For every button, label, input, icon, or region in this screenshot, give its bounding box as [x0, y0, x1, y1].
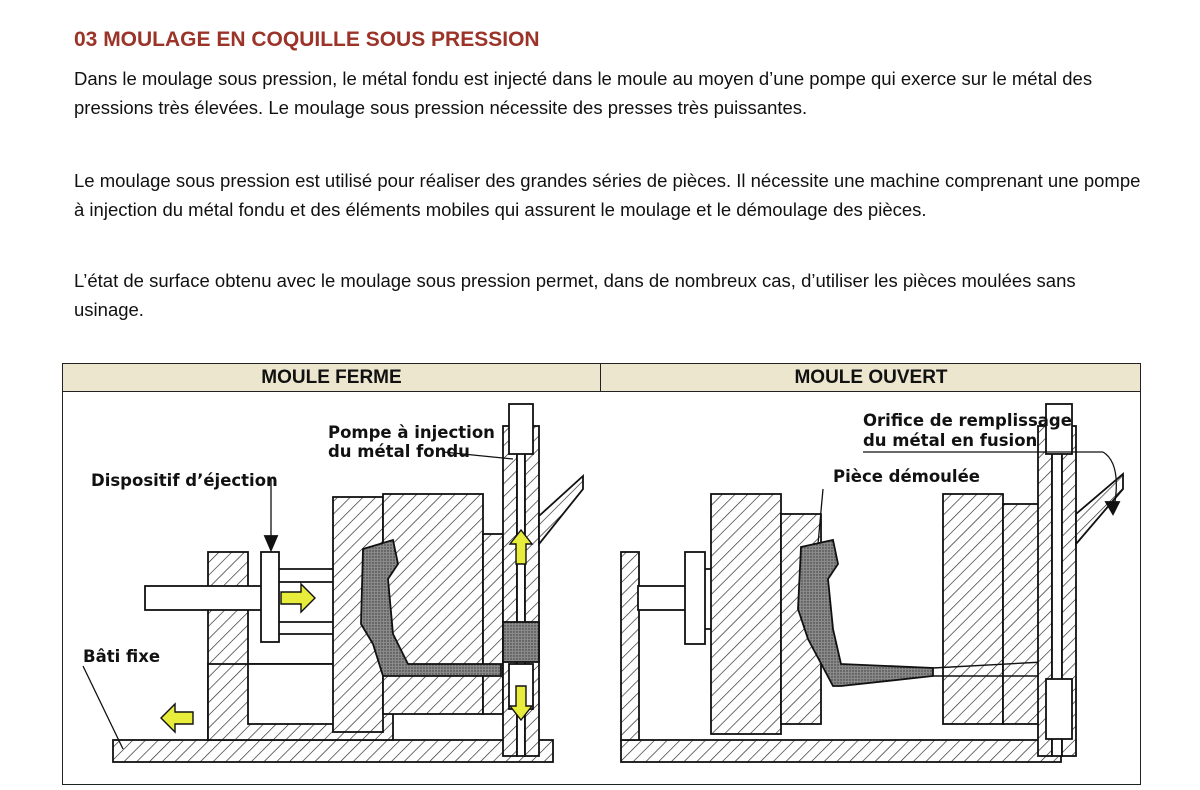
paragraph-3: L’état de surface obtenu avec le moulage… — [74, 270, 1076, 320]
closed-mould-drawing — [82, 403, 584, 763]
mould-diagrams: Pompe à injection du métal fondu Disposi… — [82, 403, 1124, 763]
paragraph-2: Le moulage sous pression est utilisé pou… — [74, 170, 1141, 220]
column-title-open: MOULE OUVERT — [794, 367, 948, 388]
paragraph-1: Dans le moulage sous pression, le métal … — [74, 68, 1093, 118]
flow-arrows-closed — [160, 528, 534, 734]
label-pump-line2: du métal fondu — [328, 442, 470, 461]
label-ejection: Dispositif d’éjection — [91, 471, 278, 490]
column-title-closed: MOULE FERME — [63, 364, 601, 391]
label-orifice-line2: du métal en fusion — [863, 431, 1037, 450]
label-pump-line1: Pompe à injection — [328, 423, 495, 442]
section-heading: 03 MOULAGE EN COQUILLE SOUS PRESSION — [74, 28, 540, 51]
die-casting-figure: MOULE FERME MOULE OUVERT — [62, 363, 1141, 785]
label-orifice-line1: Orifice de remplissage — [863, 411, 1072, 430]
figure-header: MOULE FERME MOULE OUVERT — [63, 364, 1140, 392]
label-part: Pièce démoulée — [833, 467, 980, 486]
label-frame: Bâti fixe — [83, 647, 160, 666]
open-mould-drawing — [620, 403, 1124, 763]
